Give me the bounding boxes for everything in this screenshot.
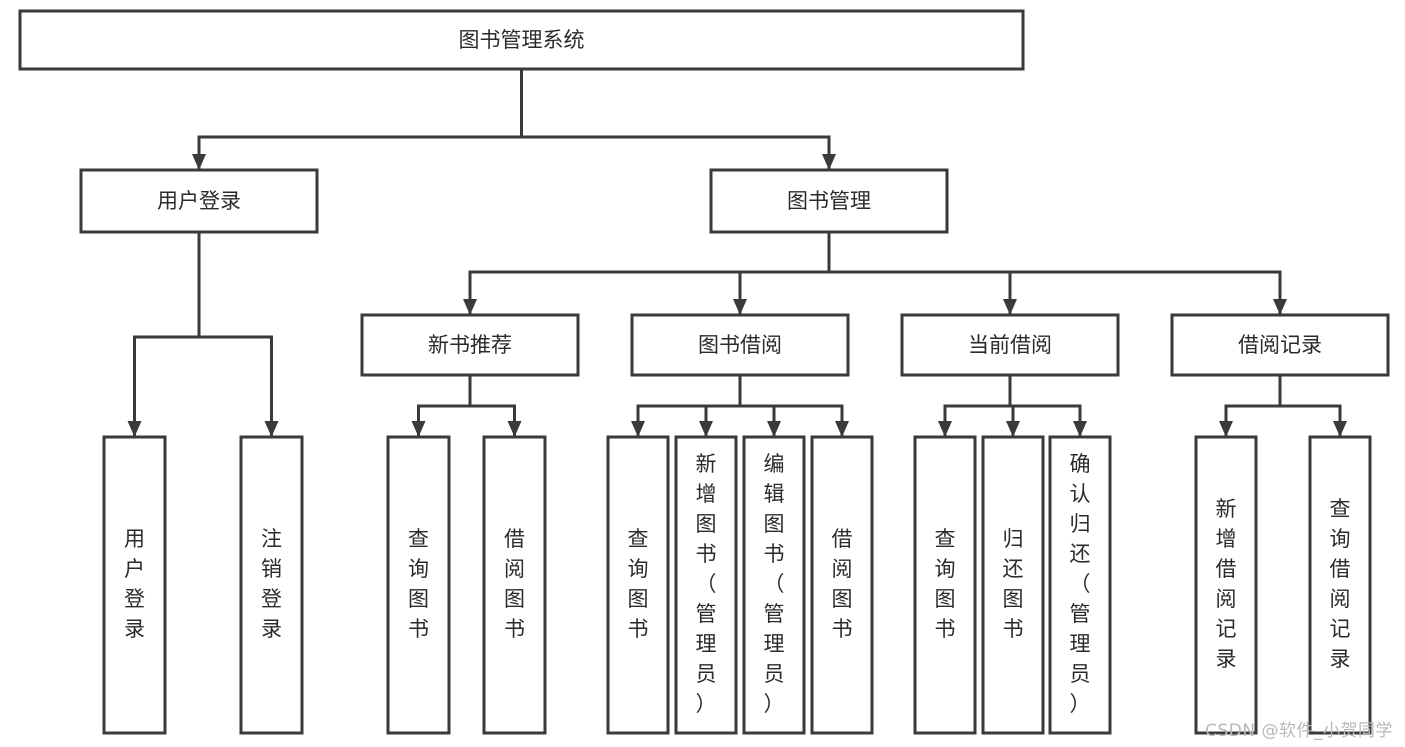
edge-group-new-book-rec bbox=[411, 373, 522, 438]
node-box-leaf-query-book-current bbox=[913, 435, 977, 735]
arrow-head bbox=[631, 421, 645, 437]
node-label-leaf-query-book-current: 查询图书 bbox=[935, 527, 956, 641]
edge-group-borrow-record bbox=[1219, 373, 1347, 438]
node-book-borrow[interactable]: 图书借阅 bbox=[630, 313, 850, 377]
arrow-head bbox=[507, 421, 522, 437]
node-label-leaf-user-logout: 注销登录 bbox=[261, 527, 282, 641]
node-leaf-confirm-return[interactable]: 确认归还（管理员） bbox=[1048, 435, 1112, 735]
arrow-head bbox=[767, 421, 781, 437]
arrow-head bbox=[822, 154, 836, 170]
node-borrow-record[interactable]: 借阅记录 bbox=[1170, 313, 1390, 377]
edge-group-user-login bbox=[127, 230, 279, 438]
node-box-user-login bbox=[79, 168, 319, 234]
node-label-leaf-user-login: 用户登录 bbox=[124, 527, 145, 641]
arrow-head bbox=[1073, 421, 1087, 437]
node-root[interactable]: 图书管理系统 bbox=[18, 9, 1025, 71]
node-label-leaf-add-record: 新增借阅记录 bbox=[1216, 497, 1237, 671]
edge-group-book-manage bbox=[463, 230, 1287, 316]
node-leaf-add-record[interactable]: 新增借阅记录 bbox=[1194, 435, 1258, 735]
node-leaf-return-book[interactable]: 归还图书 bbox=[981, 435, 1045, 735]
arrow-head bbox=[835, 421, 849, 437]
node-label-leaf-query-book-rec: 查询图书 bbox=[408, 527, 429, 641]
arrow-head bbox=[1003, 299, 1017, 315]
node-leaf-query-book-borrow[interactable]: 查询图书 bbox=[606, 435, 670, 735]
node-label-leaf-borrow-book: 借阅图书 bbox=[832, 527, 853, 641]
node-box-leaf-user-login bbox=[102, 435, 167, 735]
node-leaf-user-logout[interactable]: 注销登录 bbox=[239, 435, 304, 735]
node-label-leaf-borrow-book-rec: 借阅图书 bbox=[504, 527, 525, 641]
edge-group-book-borrow bbox=[631, 373, 849, 438]
node-label-current-borrow: 当前借阅 bbox=[968, 333, 1052, 357]
edge-group-current-borrow bbox=[938, 373, 1087, 438]
node-box-leaf-edit-book bbox=[742, 435, 806, 735]
arrow-head bbox=[733, 299, 747, 315]
node-current-borrow[interactable]: 当前借阅 bbox=[900, 313, 1120, 377]
arrow-head bbox=[264, 421, 279, 437]
node-book-manage[interactable]: 图书管理 bbox=[709, 168, 949, 234]
node-box-leaf-user-logout bbox=[239, 435, 304, 735]
arrow-head bbox=[1333, 421, 1347, 437]
arrow-head bbox=[699, 421, 713, 437]
node-label-borrow-record: 借阅记录 bbox=[1238, 333, 1322, 357]
arrow-head bbox=[1219, 421, 1233, 437]
node-box-borrow-record bbox=[1170, 313, 1390, 377]
node-box-new-book-rec bbox=[360, 313, 580, 377]
node-box-leaf-add-record bbox=[1194, 435, 1258, 735]
connectors-layer bbox=[127, 67, 1347, 438]
node-box-book-manage bbox=[709, 168, 949, 234]
node-user-login[interactable]: 用户登录 bbox=[79, 168, 319, 234]
arrow-head bbox=[1273, 299, 1287, 315]
node-box-leaf-query-book-rec bbox=[386, 435, 451, 735]
node-box-leaf-borrow-book-rec bbox=[482, 435, 547, 735]
node-box-leaf-add-book bbox=[674, 435, 738, 735]
node-leaf-query-record[interactable]: 查询借阅记录 bbox=[1308, 435, 1372, 735]
node-leaf-query-book-rec[interactable]: 查询图书 bbox=[386, 435, 451, 735]
nodes-layer: 图书管理系统用户登录图书管理新书推荐图书借阅当前借阅借阅记录用户登录注销登录查询… bbox=[18, 9, 1390, 735]
node-box-leaf-query-record bbox=[1308, 435, 1372, 735]
node-label-leaf-add-book: 新增图书（管理员） bbox=[696, 452, 717, 716]
arrow-head bbox=[1006, 421, 1020, 437]
node-box-book-borrow bbox=[630, 313, 850, 377]
node-leaf-add-book[interactable]: 新增图书（管理员） bbox=[674, 435, 738, 735]
arrow-head bbox=[192, 154, 206, 170]
node-label-leaf-query-record: 查询借阅记录 bbox=[1330, 497, 1351, 671]
node-label-new-book-rec: 新书推荐 bbox=[428, 333, 512, 357]
watermark-text: CSDN @软件_小贺同学 bbox=[1205, 721, 1393, 741]
node-leaf-edit-book[interactable]: 编辑图书（管理员） bbox=[742, 435, 806, 735]
node-box-leaf-query-book-borrow bbox=[606, 435, 670, 735]
node-box-root bbox=[18, 9, 1025, 71]
node-box-leaf-borrow-book bbox=[810, 435, 874, 735]
node-new-book-rec[interactable]: 新书推荐 bbox=[360, 313, 580, 377]
node-box-leaf-confirm-return bbox=[1048, 435, 1112, 735]
node-leaf-user-login[interactable]: 用户登录 bbox=[102, 435, 167, 735]
node-box-leaf-return-book bbox=[981, 435, 1045, 735]
node-leaf-borrow-book-rec[interactable]: 借阅图书 bbox=[482, 435, 547, 735]
arrow-head bbox=[463, 299, 477, 315]
node-box-current-borrow bbox=[900, 313, 1120, 377]
node-label-book-borrow: 图书借阅 bbox=[698, 333, 782, 357]
edge-group-root bbox=[192, 67, 836, 171]
node-label-book-manage: 图书管理 bbox=[787, 189, 871, 213]
node-label-root: 图书管理系统 bbox=[459, 28, 585, 52]
node-label-user-login: 用户登录 bbox=[157, 189, 241, 213]
arrow-head bbox=[938, 421, 952, 437]
node-label-leaf-confirm-return: 确认归还（管理员） bbox=[1070, 452, 1091, 716]
node-leaf-query-book-current[interactable]: 查询图书 bbox=[913, 435, 977, 735]
node-label-leaf-edit-book: 编辑图书（管理员） bbox=[764, 452, 785, 716]
node-label-leaf-query-book-borrow: 查询图书 bbox=[628, 527, 649, 641]
node-leaf-borrow-book[interactable]: 借阅图书 bbox=[810, 435, 874, 735]
arrow-head bbox=[127, 421, 142, 437]
node-label-leaf-return-book: 归还图书 bbox=[1003, 527, 1024, 641]
arrow-head bbox=[411, 421, 426, 437]
